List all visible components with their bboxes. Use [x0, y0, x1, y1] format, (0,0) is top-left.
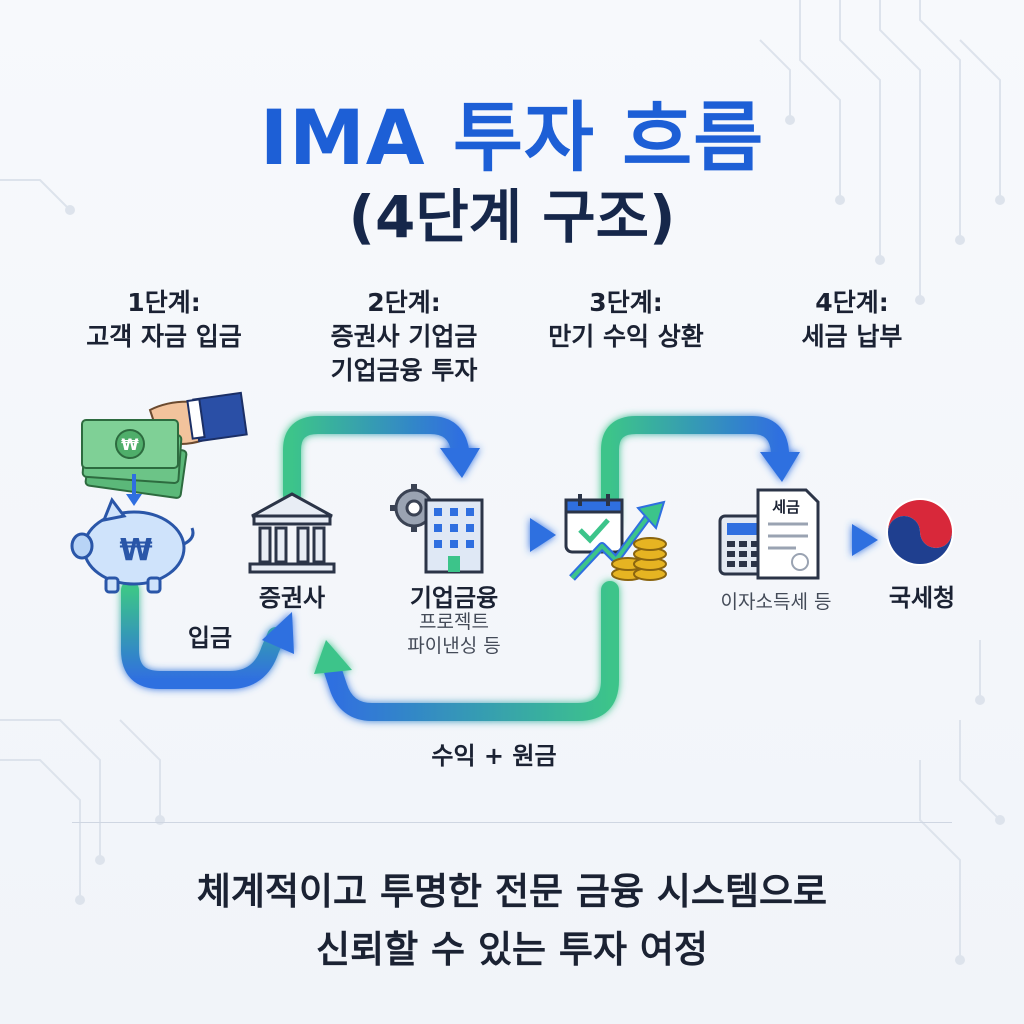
step-2-label: 2단계: 증권사 기업금 기업금융 투자: [284, 286, 524, 388]
tax-document-icon: 세금: [756, 488, 820, 580]
step-4-number: 4단계:: [815, 288, 889, 317]
deposit-label: 입금: [187, 624, 233, 652]
piggy-currency: ₩: [119, 533, 152, 568]
step-3-desc: 만기 수익 상환: [548, 322, 704, 351]
step-3-number: 3단계:: [589, 288, 663, 317]
tax-document-title: 세금: [772, 498, 800, 516]
maturity-arrow: [500, 518, 556, 552]
tax-arrow: [601, 416, 800, 529]
nts-emblem-icon: [886, 498, 954, 566]
banknote-currency: ₩: [121, 435, 139, 454]
banknote-icon: ₩: [81, 419, 188, 499]
corporate-finance-sub-label: 프로젝트 파이낸싱 등: [384, 610, 524, 658]
return-arrow: [314, 581, 619, 721]
growth-arrow-icon: [569, 500, 666, 581]
gear-icon: [390, 484, 438, 532]
step-1-number: 1단계:: [127, 288, 201, 317]
step-2-desc-line-2: 기업금융 투자: [330, 356, 478, 385]
calculator-icon: [718, 514, 768, 576]
step-4-label: 4단계: 세금 납부: [732, 286, 972, 354]
step-2-desc-line-1: 증권사 기업금: [330, 322, 478, 351]
footer-line-1: 체계적이고 투명한 전문 금융 시스템으로: [196, 870, 828, 913]
securities-firm-label: 증권사: [258, 584, 326, 612]
step-3-label: 3단계: 만기 수익 상환: [506, 286, 746, 354]
step-1-desc: 고객 자금 입금: [86, 322, 242, 351]
calendar-icon: [564, 494, 624, 554]
corporate-finance-sub-line-1: 프로젝트: [419, 611, 489, 633]
invest-arrow: [283, 416, 480, 504]
return-label: 수익 + 원금: [431, 742, 557, 770]
hand-icon: [148, 391, 248, 445]
deposit-arrow: [121, 581, 294, 689]
corporate-finance-label: 기업금융: [409, 584, 499, 612]
coins-icon: [611, 537, 667, 581]
page-subtitle: (4단계 구조): [348, 183, 676, 251]
piggy-bank-icon: ₩: [70, 496, 195, 594]
divider: [72, 822, 952, 823]
nts-label: 국세청: [888, 584, 956, 612]
payment-arrow: [826, 524, 878, 556]
step-2-number: 2단계:: [367, 288, 441, 317]
page-title: IMA 투자 흐름: [259, 93, 765, 182]
office-building-icon: [424, 498, 484, 574]
footer-line-2: 신뢰할 수 있는 투자 여정: [316, 928, 708, 971]
bank-building-icon: [248, 492, 336, 574]
step-1-label: 1단계: 고객 자금 입금: [44, 286, 284, 354]
corporate-finance-sub-line-2: 파이낸싱 등: [407, 635, 501, 657]
tax-sub-label: 이자소득세 등: [720, 591, 832, 613]
step-4-desc: 세금 납부: [801, 322, 903, 351]
